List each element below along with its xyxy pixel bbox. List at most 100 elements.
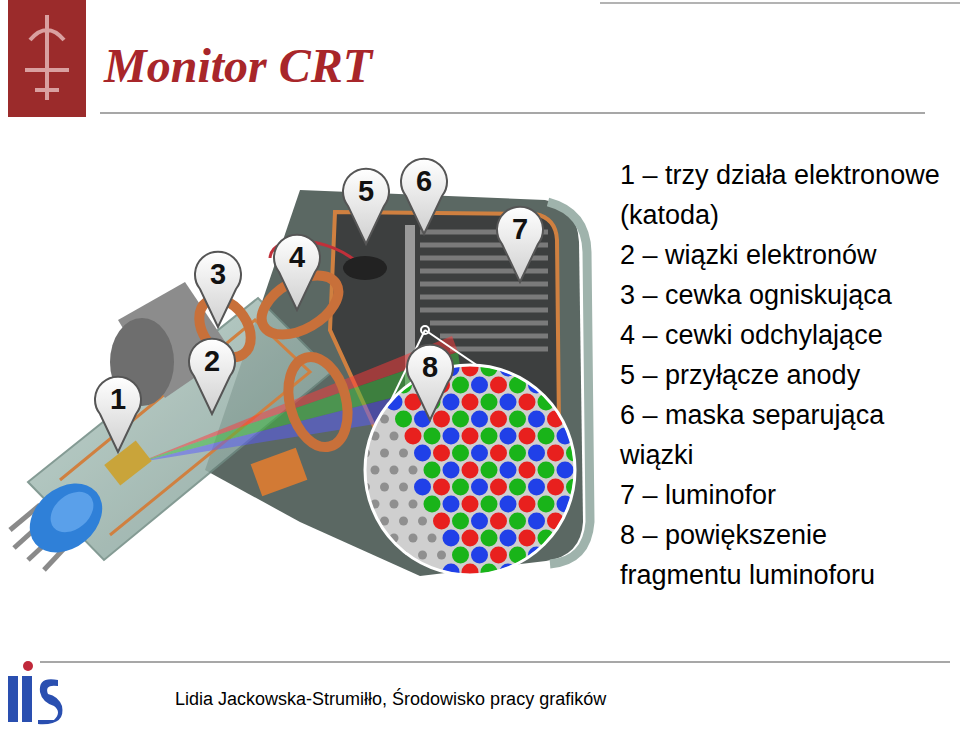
part-description: 1 – trzy działa elektronowe (katoda) <box>620 155 950 235</box>
phosphor-dot <box>585 377 602 394</box>
phosphor-dot <box>333 534 342 543</box>
phosphor-dot <box>380 551 389 560</box>
phosphor-dot <box>409 500 418 509</box>
phosphor-dot <box>566 581 583 598</box>
phosphor-dot <box>380 585 389 594</box>
phosphor-dot <box>585 445 602 462</box>
phosphor-dot <box>380 449 389 458</box>
logo <box>8 0 86 117</box>
phosphor-dot <box>528 343 545 360</box>
phosphor-dot <box>437 585 446 594</box>
phosphor-dot <box>352 534 361 543</box>
phosphor-dot <box>405 428 422 445</box>
phosphor-dot <box>399 483 408 492</box>
phosphor-dot <box>409 568 418 577</box>
phosphor-dot <box>433 513 450 530</box>
phosphor-dot <box>547 343 564 360</box>
phosphor-dot <box>566 547 583 564</box>
phosphor-dot <box>576 564 593 581</box>
phosphor-dot <box>471 547 488 564</box>
callout-number: 1 <box>92 381 144 417</box>
phosphor-dot <box>538 564 555 581</box>
phosphor-dot <box>519 428 536 445</box>
phosphor-dot <box>462 530 479 547</box>
phosphor-dot <box>595 496 612 513</box>
phosphor-dot <box>490 479 507 496</box>
phosphor-dot <box>557 394 574 411</box>
phosphor-dot <box>500 394 517 411</box>
phosphor-dot <box>481 530 498 547</box>
phosphor-dot <box>399 449 408 458</box>
phosphor-dot <box>490 343 507 360</box>
phosphor-dot <box>490 513 507 530</box>
phosphor-dot <box>509 479 526 496</box>
phosphor-dot <box>386 360 403 377</box>
phosphor-dot <box>604 377 621 394</box>
callout-number: 7 <box>494 211 546 247</box>
part-description: 3 – cewka ogniskująca <box>620 275 950 315</box>
phosphor-dot <box>538 462 555 479</box>
phosphor-dot <box>418 585 427 594</box>
phosphor-dot <box>547 377 564 394</box>
phosphor-dot <box>390 500 399 509</box>
phosphor-dot <box>528 445 545 462</box>
phosphor-dots <box>333 343 622 598</box>
part-description: 4 – cewki odchylające <box>620 315 950 355</box>
phosphor-dot <box>333 364 342 373</box>
phosphor-dot <box>576 530 593 547</box>
phosphor-dot <box>399 585 408 594</box>
phosphor-dot <box>509 411 526 428</box>
phosphor-dot <box>604 547 621 564</box>
phosphor-dot <box>557 462 574 479</box>
phosphor-dot <box>519 462 536 479</box>
phosphor-dot <box>519 394 536 411</box>
phosphor-dot <box>519 496 536 513</box>
callout-pin: 2 <box>186 336 238 416</box>
phosphor-dot <box>414 479 431 496</box>
footer-logo <box>8 661 63 724</box>
phosphor-dot <box>547 445 564 462</box>
phosphor-dot <box>604 445 621 462</box>
phosphor-dot <box>452 581 469 598</box>
callout-number: 4 <box>271 239 323 275</box>
phosphor-dot <box>595 530 612 547</box>
phosphor-dot <box>342 585 351 594</box>
phosphor-dot <box>361 517 370 526</box>
phosphor-dot <box>471 581 488 598</box>
phosphor-dot <box>471 445 488 462</box>
phosphor-dot <box>424 496 441 513</box>
phosphor-dot <box>481 462 498 479</box>
phosphor-dot <box>500 462 517 479</box>
phosphor-dot <box>585 581 602 598</box>
phosphor-dot <box>481 394 498 411</box>
phosphor-dot <box>538 496 555 513</box>
phosphor-dot <box>333 466 342 475</box>
phosphor-dot <box>604 343 621 360</box>
phosphor-dot <box>361 347 370 356</box>
phosphor-dot <box>462 360 479 377</box>
phosphor-dot <box>380 483 389 492</box>
part-description: 6 – maska separująca wiązki <box>620 395 950 475</box>
phosphor-dot <box>528 581 545 598</box>
phosphor-dot <box>452 377 469 394</box>
phosphor-dot <box>585 513 602 530</box>
footer-credit: Lidia Jackowska-Strumiłło, Środowisko pr… <box>175 688 606 710</box>
callout-pin: 1 <box>92 374 144 454</box>
phosphor-dot <box>418 551 427 560</box>
phosphor-dot <box>500 496 517 513</box>
phosphor-dot <box>509 445 526 462</box>
phosphor-dot <box>437 551 446 560</box>
logo-mark <box>25 15 69 100</box>
callout-number: 2 <box>186 343 238 379</box>
zoom-origin <box>421 326 429 334</box>
phosphor-dot <box>361 381 370 390</box>
phosphor-dot <box>395 411 412 428</box>
phosphor-dot <box>433 479 450 496</box>
phosphor-dot <box>604 513 621 530</box>
phosphor-dot <box>500 530 517 547</box>
phosphor-dot <box>585 479 602 496</box>
rule <box>40 661 950 663</box>
part-description: 2 – wiązki elektronów <box>620 235 950 275</box>
phosphor-dot <box>557 360 574 377</box>
phosphor-dot <box>519 360 536 377</box>
